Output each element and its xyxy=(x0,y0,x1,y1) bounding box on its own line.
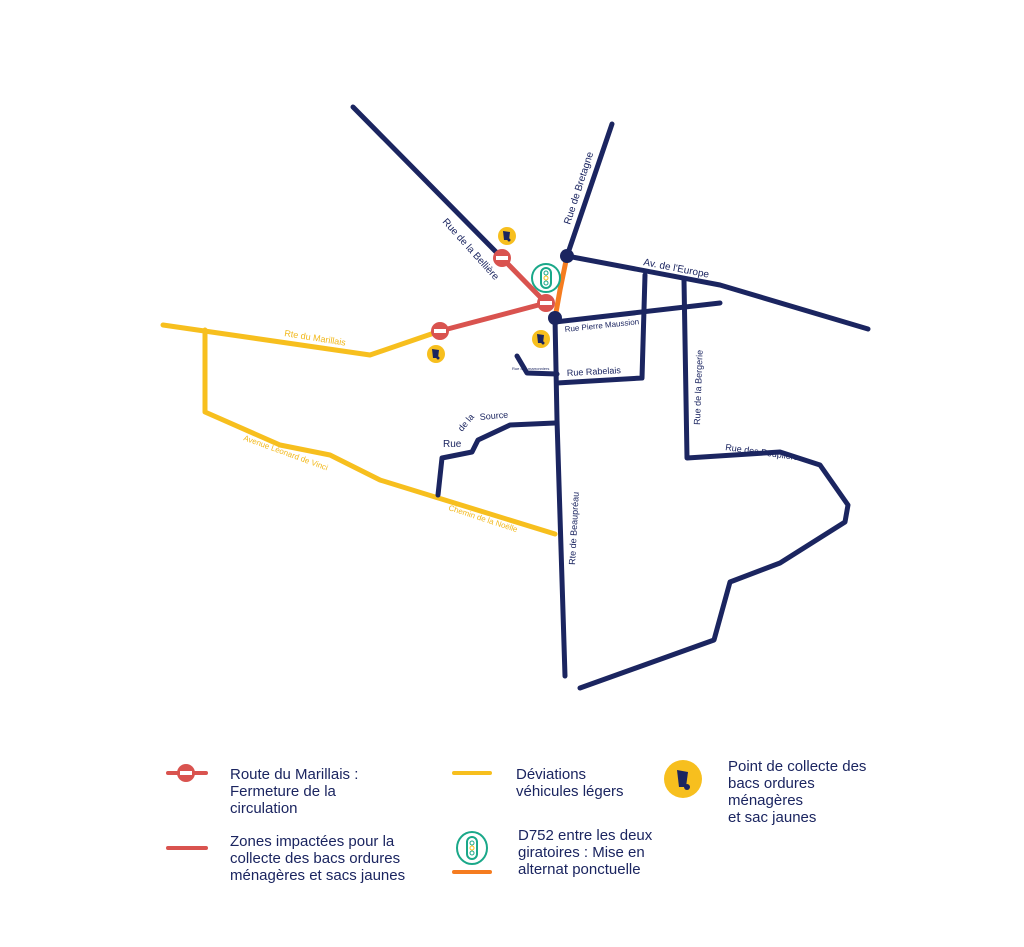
traffic-light-icon xyxy=(456,831,488,865)
legend-symbols xyxy=(166,760,702,874)
street-label: Rue Rabelais xyxy=(567,365,622,378)
legend-alternating: D752 entre les deux giratoires : Mise en… xyxy=(518,827,653,878)
no-entry-icon xyxy=(177,764,195,782)
street-label: Rue des marronniers xyxy=(512,366,549,371)
street-label: Rue de la Bergerie xyxy=(692,350,705,425)
roundabout-icon xyxy=(548,311,562,325)
traffic-light-icon xyxy=(531,263,561,293)
legend-collection: Point de collecte des bacs ordures ménag… xyxy=(728,758,867,826)
collection-point-icon xyxy=(498,227,516,245)
street-label: Source xyxy=(479,410,508,422)
street-label: Rue des Peupliers xyxy=(725,442,800,462)
legend-closure: Route du Marillais : Fermeture de la cir… xyxy=(230,766,359,817)
collection-point-icon xyxy=(664,760,702,798)
street-label: de la xyxy=(456,412,476,433)
impacted-zones xyxy=(437,255,549,334)
collection-point-icon xyxy=(532,330,550,348)
deviation-routes xyxy=(160,322,558,537)
no-entry-icon xyxy=(537,294,555,312)
street-label: Rte de Beaupréau xyxy=(567,492,581,565)
legend-deviation: Déviations véhicules légers xyxy=(516,766,624,800)
alternating-section xyxy=(552,253,570,321)
no-entry-icon xyxy=(431,322,449,340)
no-entry-icon xyxy=(493,249,511,267)
legend-impacted-zones: Zones impactées pour la collecte des bac… xyxy=(230,833,406,884)
roundabout-icon xyxy=(560,249,574,263)
collection-point-icon xyxy=(427,345,445,363)
street-label: Rue xyxy=(443,439,462,450)
roads xyxy=(350,104,871,691)
